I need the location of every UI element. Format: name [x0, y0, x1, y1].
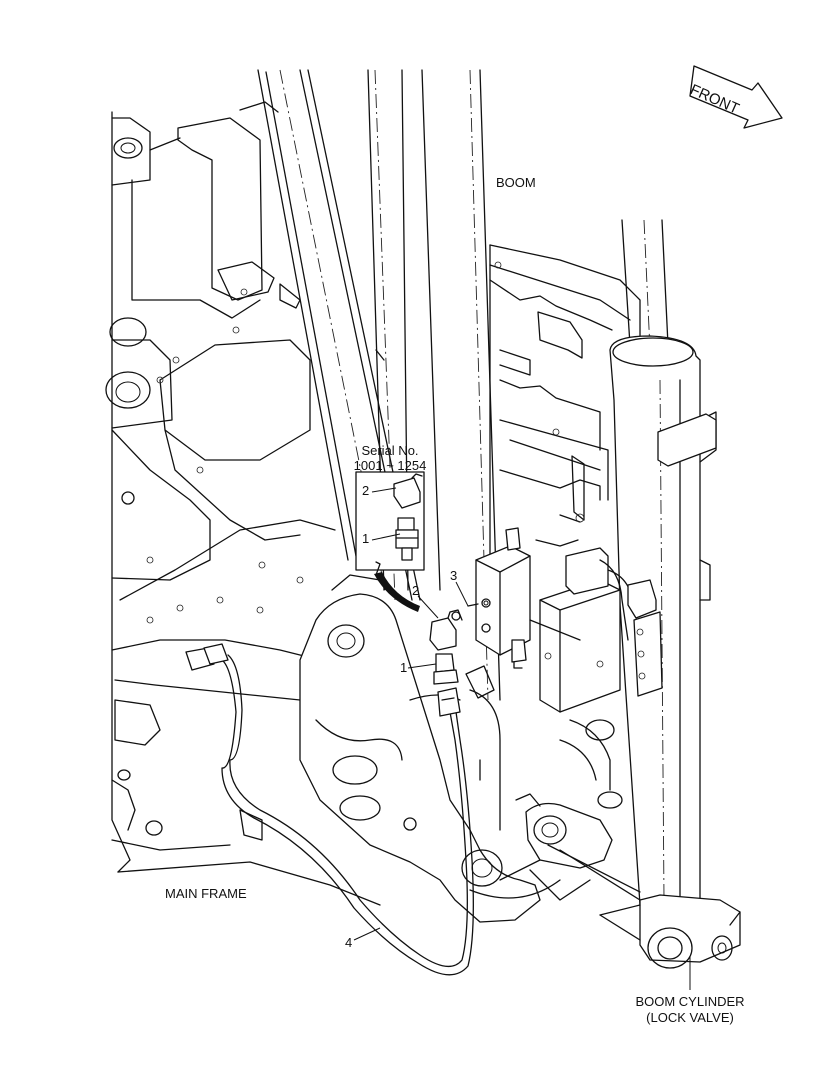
pressure-switch-main [429, 598, 491, 685]
front-arrow-icon [689, 65, 783, 129]
serial-title: Serial No. [361, 443, 419, 458]
callout-part-1: 1 [400, 660, 408, 675]
callout-inset-1: 1 [362, 531, 370, 546]
callout-part-4: 4 [345, 935, 353, 950]
boom-label: BOOM [496, 175, 536, 190]
main-frame-structure [105, 101, 381, 906]
wire-harness [185, 643, 474, 976]
lock-valve [475, 527, 663, 809]
callout-part-3: 3 [450, 568, 458, 583]
inset-pointer-arrow [374, 572, 420, 612]
serial-range: 1001 ~ 1254 [353, 458, 427, 473]
callout-inset-2: 2 [362, 483, 370, 498]
callout-part-2: 2 [412, 583, 420, 598]
main-frame-label: MAIN FRAME [165, 886, 247, 901]
lock-valve-label: (LOCK VALVE) [646, 1010, 734, 1025]
leader-lines [353, 487, 691, 990]
serial-inset [355, 471, 425, 576]
boom-cylinder-label: BOOM CYLINDER [635, 994, 745, 1009]
